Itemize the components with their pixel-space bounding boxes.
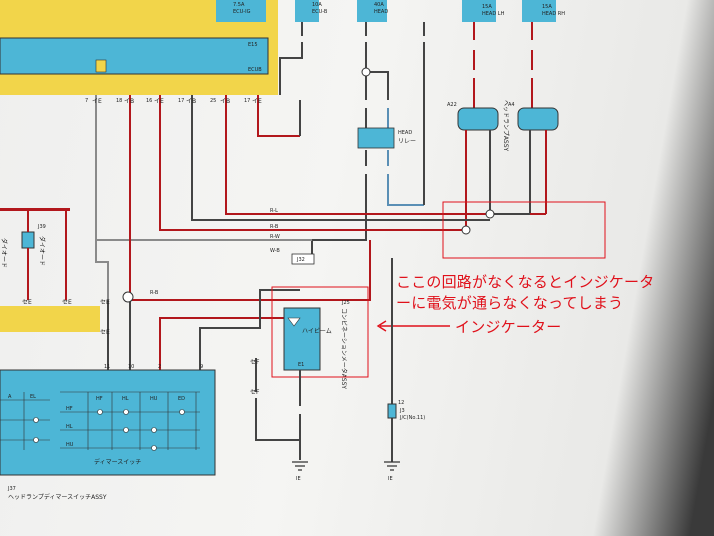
wire-label-rw: R-W — [270, 234, 280, 240]
pin-conn-5: イB — [220, 98, 230, 105]
head-relay — [357, 127, 395, 149]
dimmer-row-2: HL — [66, 424, 73, 430]
pin-1: 7 — [85, 98, 88, 104]
pin-conn-1: イE — [92, 98, 102, 105]
fuse-3-amp: 40A — [374, 2, 384, 8]
j3-pin: 12 — [398, 400, 404, 406]
j3-code: J3 — [399, 408, 405, 414]
ground-label-1: IE — [296, 476, 301, 482]
dimmer-pin-1: 11 — [104, 364, 110, 370]
dimmer-left-col-2: EL — [30, 394, 36, 400]
pin-conn-6: イE — [252, 98, 262, 105]
j25-code: J25 — [341, 300, 350, 306]
j32-label: J32 — [296, 257, 305, 263]
pin-3: 16 — [146, 98, 152, 104]
conn-r-2: セF — [250, 389, 260, 396]
headlight-rh-code: A4 — [508, 102, 515, 108]
j3-connector — [387, 403, 397, 419]
ground-label-2: IE — [388, 476, 393, 482]
pin-5: 25 — [210, 98, 216, 104]
headlight-rh — [517, 107, 559, 131]
j39-diode — [21, 231, 35, 249]
ground-symbols: IE IE — [292, 461, 400, 482]
dimmer-title: ディマースイッチ — [94, 458, 141, 466]
dimmer-pin-4: 9 — [200, 364, 203, 370]
wire-label-wb: W-B — [270, 248, 280, 254]
annotation-indicator: インジケーター — [455, 318, 562, 336]
fuse-3-name: HEAD — [374, 9, 388, 15]
wire-label-rb2: R-B — [150, 290, 159, 296]
ecu-bottom-label: ECUB — [248, 67, 262, 73]
j39-code: J39 — [37, 224, 46, 230]
j3-name: J/C(No.11) — [399, 415, 425, 421]
fuse-4-amp: 15A — [482, 4, 492, 10]
ecu-block — [0, 37, 269, 75]
left-diode-label: ダイオード — [0, 238, 8, 268]
ecu-top-label: E15 — [248, 42, 258, 48]
headlight-lh-code: A22 — [447, 102, 457, 108]
indicator-arrow — [376, 320, 450, 332]
right-connectors: セF セF — [250, 359, 260, 396]
dimmer-pin-3: 2 — [158, 364, 161, 370]
pin-6: 17 — [244, 98, 250, 104]
conn-r-1: セF — [250, 359, 260, 366]
dimmer-col-1: HF — [96, 396, 103, 402]
pin-conn-2: イB — [124, 98, 134, 105]
annotation-line-2: ーに電気が通らなくなってしまう — [396, 294, 624, 312]
wire-label-rl: R-L — [270, 208, 278, 214]
conn-l-3: セE — [100, 299, 110, 306]
indicator-highlight-box — [271, 286, 369, 378]
conn-l-2: セE — [62, 299, 72, 306]
conn-l-1: セE — [22, 299, 32, 306]
dimmer-row-1: HF — [66, 406, 73, 412]
ecu-pins: 7 18 16 17 25 17 イE イB イE イB イB イE — [85, 98, 262, 105]
lamp-icon — [287, 317, 301, 327]
pin-2: 18 — [116, 98, 122, 104]
wire-label-rb: R-B — [270, 224, 279, 230]
left-connectors: セE セE セE セE — [22, 299, 110, 336]
dimmer-col-2: HL — [122, 396, 129, 402]
circuit-highlight-box — [442, 201, 606, 259]
relay-sub: リレー — [398, 138, 416, 145]
fuse-2-amp: 10A — [312, 2, 322, 8]
headlight-label: ヘッドランプASSY — [502, 100, 509, 152]
fuse-5-name: HEAD RH — [542, 11, 565, 17]
dimmer-col-3: HU — [150, 396, 158, 402]
j25-name: コンビネーションメータASSY — [340, 308, 348, 389]
annotation-line-1: ここの回路がなくなるとインジケータ — [396, 273, 655, 291]
pin-conn-3: イE — [154, 98, 164, 105]
j25-lamp: ハイビーム — [302, 327, 332, 335]
assy-code: J37 — [7, 486, 16, 492]
j25-meter — [283, 307, 321, 371]
fuse-5-amp: 15A — [542, 4, 552, 10]
pin-conn-4: イB — [186, 98, 196, 105]
conn-l-4: セE — [100, 329, 110, 336]
headlight-lh — [457, 107, 499, 131]
relay-name: HEAD — [398, 130, 412, 136]
dimmer-left-col-1: A — [8, 394, 12, 400]
assy-name: ヘッドランプディマースイッチASSY — [8, 493, 107, 501]
pin-4: 17 — [178, 98, 184, 104]
j25-ground: E1 — [298, 362, 304, 368]
dimmer-row-3: HU — [66, 442, 74, 448]
dimmer-col-4: ED — [178, 396, 185, 402]
j32-connector — [291, 253, 315, 265]
fuse-1-name: ECU-IG — [233, 9, 251, 15]
fuse-2-name: ECU-B — [312, 9, 328, 15]
j39-name: ダイオード — [38, 236, 46, 266]
left-yellow-band — [0, 306, 100, 332]
fuse-4-name: HEAD LH — [482, 11, 505, 17]
fuse-1-amp: 7.5A — [233, 2, 245, 8]
fuse-group: 7.5A ECU-IG 10A ECU-B 40A HEAD 15A HEAD … — [216, 0, 565, 22]
dimmer-pin-2: 10 — [128, 364, 134, 370]
